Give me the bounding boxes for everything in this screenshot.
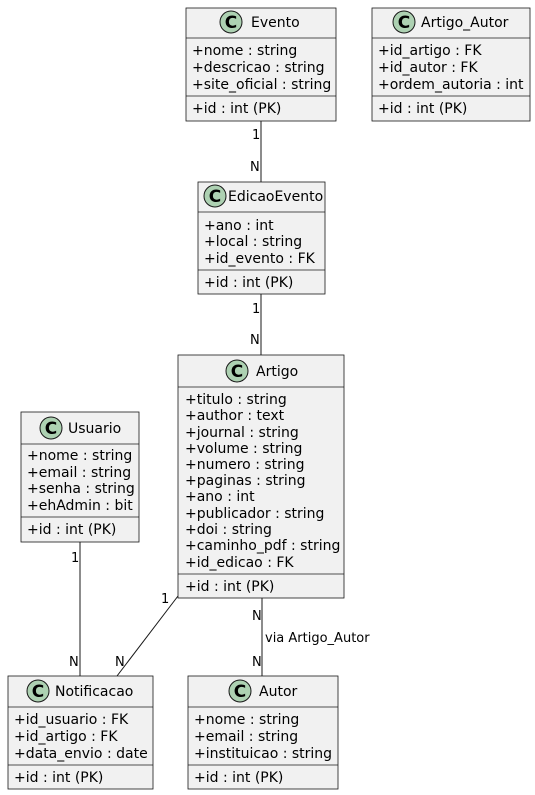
class-method: +id : int (PK) [378,101,467,117]
class-name: Evento [251,15,300,31]
class-attribute: +ehAdmin : bit [27,498,133,514]
class-icon-letter: C [234,682,246,702]
class-icon-letter: C [225,13,237,33]
class-attribute: +id_usuario : FK [14,712,129,728]
class-attribute: +email : string [194,729,298,745]
class-attribute: +ordem_autoria : int [378,77,524,93]
multiplicity-label: 1 [252,128,260,143]
class-attribute: +descricao : string [192,60,325,76]
class-icon [219,10,243,34]
class-name: Usuario [68,421,121,437]
multiplicity-label: 1 [252,302,260,317]
class-attribute: +ano : int [204,218,274,234]
class-attribute: +id_edicao : FK [185,555,294,571]
class-name: Notificacao [55,684,133,700]
class-edicao-evento[interactable]: C EdicaoEvento +ano : int +local : strin… [197,181,326,295]
class-attribute: +site_oficial : string [192,77,331,93]
class-icon [203,184,227,208]
class-attribute: +nome : string [194,712,299,728]
class-attribute: +numero : string [185,457,305,473]
class-method: +id : int (PK) [14,770,103,786]
class-attribute: +titulo : string [185,392,287,408]
multiplicity-label: N [250,333,260,348]
class-icon-letter: C [45,419,57,439]
class-attribute: +id_artigo : FK [14,729,118,745]
class-attribute: +nome : string [27,448,132,464]
class-name: EdicaoEvento [228,189,323,205]
class-attribute: +data_envio : date [14,746,148,762]
class-attribute: +nome : string [192,43,297,59]
class-icon-letter: C [209,187,221,207]
class-box [177,354,345,599]
class-attribute: +id_evento : FK [204,251,316,267]
multiplicity-label: 1 [161,592,169,607]
relation-evento-edicao: 1 N [250,121,262,182]
class-attribute: +author : text [185,408,285,424]
class-icon-letter: C [398,13,410,33]
relation-edicao-artigo: 1 N [250,294,262,355]
class-icon [39,416,63,440]
class-icon-letter: C [231,362,243,382]
multiplicity-label: N [250,160,260,175]
class-method: +id : int (PK) [192,101,281,117]
multiplicity-label: 1 [71,551,79,566]
class-evento[interactable]: C Evento +nome : string +descricao : str… [185,7,337,122]
class-icon [392,10,416,34]
class-attribute: +paginas : string [185,473,306,489]
class-method: +id : int (PK) [204,275,293,291]
relation-artigo-autor: N via Artigo_Autor N [252,598,370,676]
class-box [20,411,140,543]
class-icon [228,679,252,703]
class-usuario[interactable]: C Usuario +nome : string +email : string… [20,411,140,543]
multiplicity-label: N [252,609,262,624]
class-autor[interactable]: C Autor +nome : string +email : string +… [187,675,339,790]
class-box [185,7,337,122]
class-attribute: +publicador : string [185,506,324,522]
class-method: +id : int (PK) [27,522,116,538]
class-attribute: +instituicao : string [194,746,332,762]
class-name: Artigo_Autor [421,15,509,31]
multiplicity-label: N [115,655,125,670]
class-artigo-autor[interactable]: C Artigo_Autor +id_artigo : FK +id_autor… [371,7,531,122]
class-icon-letter: C [32,682,44,702]
class-method: +id : int (PK) [194,770,283,786]
class-method: +id : int (PK) [185,579,274,595]
class-attribute: +email : string [27,465,131,481]
class-attribute: +id_autor : FK [378,60,478,76]
class-attribute: +caminho_pdf : string [185,538,340,554]
relation-line [116,595,179,677]
class-attribute: +doi : string [185,522,272,538]
multiplicity-label: N [69,655,79,670]
multiplicity-label: N [252,655,262,670]
class-icon [225,359,249,383]
relation-usuario-notificacao: 1 N [69,542,81,676]
class-attribute: +senha : string [27,481,135,497]
class-attribute: +journal : string [185,425,299,441]
class-attribute: +volume : string [185,441,302,457]
class-attribute: +local : string [204,234,302,250]
class-attribute: +id_artigo : FK [378,43,482,59]
relation-artigo-notificacao: 1 N [115,592,179,677]
class-name: Artigo [256,364,298,380]
relation-label: via Artigo_Autor [265,631,370,646]
class-name: Autor [259,684,298,700]
class-notificacao[interactable]: C Notificacao +id_usuario : FK +id_artig… [7,675,154,790]
class-artigo[interactable]: C Artigo +titulo : string +author : text… [177,354,345,599]
class-icon [26,679,50,703]
class-attribute: +ano : int [185,489,255,505]
class-box [187,675,339,790]
